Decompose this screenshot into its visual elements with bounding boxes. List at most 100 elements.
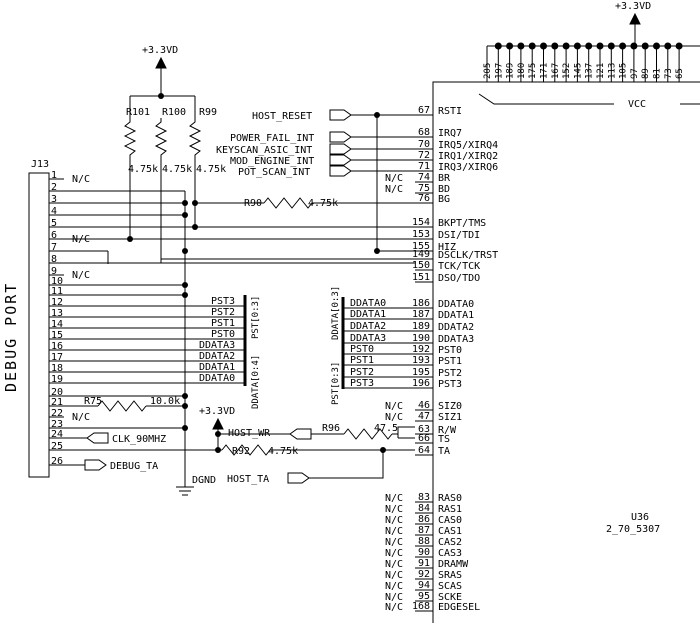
ic-pin-nc: N/C	[385, 592, 403, 603]
resistor-r101-icon	[123, 118, 137, 160]
ic-pin-name: BR	[438, 173, 451, 184]
bus-signal-label: DDATA0	[199, 373, 235, 384]
wire-dsclk	[160, 258, 415, 263]
ic-pin-name: R/W	[438, 425, 457, 436]
supply-arrow-icon	[212, 417, 224, 430]
ic-pin-number: 47	[418, 411, 430, 422]
ic-top-pin-number: 113	[607, 63, 617, 79]
ic-pin-number: 193	[412, 355, 430, 366]
ic-pin-name: SIZ1	[438, 412, 462, 423]
port-host-ta-icon	[287, 472, 310, 484]
ic-pin-nc: N/C	[385, 173, 403, 184]
ic-pin-name: IRQ7	[438, 128, 462, 139]
junction-dot	[182, 393, 188, 399]
ic-pin-nc: N/C	[385, 548, 403, 559]
ic-pin-number: 71	[418, 161, 430, 172]
ic-pin-name: PST1	[438, 356, 462, 367]
ic-pin-name: CAS1	[438, 526, 462, 537]
resistor-r92-icon	[221, 444, 271, 456]
bus-label-pst-right: PST[0:3]	[331, 362, 341, 405]
connector-pin-number: 8	[51, 254, 57, 265]
resistor-r75-icon	[97, 400, 147, 412]
ic-pin-name: RSTI	[438, 106, 462, 117]
ic-pin-number: 70	[418, 139, 430, 150]
port-power-fail-label: POWER_FAIL_INT	[230, 133, 314, 144]
connector-pin-number: 14	[51, 319, 63, 330]
ic-top-pin-number: 105	[619, 63, 629, 79]
resistor-r100-ref: R100	[162, 107, 186, 118]
ic-top-pin-number: 175	[528, 63, 538, 79]
ic-pin-number: 68	[418, 127, 430, 138]
connector-pin-number: 7	[51, 242, 57, 253]
bus-signal-label: DDATA3	[199, 340, 235, 351]
bus-signal-label: DDATA0	[350, 298, 386, 309]
connector-pin-number: 5	[51, 218, 57, 229]
resistor-r99-ref: R99	[199, 107, 217, 118]
ic-pin-nc: N/C	[385, 526, 403, 537]
resistor-r101-ref: R101	[126, 107, 150, 118]
junction-dot	[494, 42, 502, 50]
ic-pin-number: 66	[418, 433, 430, 444]
resistor-r75-value: 10.0k	[150, 396, 180, 407]
ic-pin-name: IRQ3/XIRQ6	[438, 162, 498, 173]
ic-top-pin-number: 97	[630, 68, 640, 79]
junction-dot	[641, 42, 649, 50]
junction-dot	[517, 42, 525, 50]
junction-dot	[182, 212, 188, 218]
junction-dot	[192, 200, 198, 206]
ic-top-pin-number: 81	[653, 68, 663, 79]
ic-pin-name: CAS2	[438, 537, 462, 548]
connector-title: DEBUG PORT	[2, 282, 20, 392]
ic-pin-number: 64	[418, 445, 430, 456]
right-bus: DDATA[0:3] PST[0:3] DDATA0DDATA1DDATA2DD…	[331, 286, 415, 405]
resistor-r100-icon	[154, 118, 168, 160]
bus-signal-label: PST0	[211, 329, 235, 340]
ic-top-pin-number: 65	[675, 68, 685, 79]
ic-pin-name: RAS0	[438, 493, 462, 504]
port-host-wr-icon	[289, 428, 312, 440]
ic-pin-number: 87	[418, 525, 430, 536]
ic-vcc-label: VCC	[628, 99, 646, 110]
ic-pin-name: DDATA1	[438, 310, 474, 321]
port-host-ta-label: HOST_TA	[227, 474, 269, 485]
resistor-r101-value: 4.75k	[128, 164, 158, 175]
resistor-r92-ref: R92	[232, 446, 250, 457]
connector-pin-number: 22	[51, 408, 63, 419]
ic-part-number: 2_70_5307	[606, 524, 660, 535]
ic-pin-number: 95	[418, 591, 430, 602]
ic-top-pin-number: 180	[517, 63, 527, 79]
port-host-reset-label: HOST_RESET	[252, 111, 312, 122]
ic-pin-name: SRAS	[438, 570, 462, 581]
connector-pin-number: 23	[51, 419, 63, 430]
connector-pin-number: 17	[51, 352, 63, 363]
connector-pin-number: 18	[51, 363, 63, 374]
ic-pin-name: PST3	[438, 379, 462, 390]
supply-arrow-icon	[155, 56, 167, 69]
ic-pin-number: 67	[418, 105, 430, 116]
junction-dot	[380, 447, 386, 453]
junction-dot	[182, 248, 188, 254]
port-host-wr-label: HOST_WR	[228, 428, 271, 439]
connector-pin-net: N/C	[72, 412, 90, 423]
left-bus: PST[0:3] DDATA[0:4] PST3PST2PST1PST0DDAT…	[49, 294, 261, 409]
ic-top-pin-number: 189	[506, 63, 516, 79]
port-clk-icon	[86, 432, 109, 444]
ic-pin-nc: N/C	[385, 570, 403, 581]
junction-dot	[374, 248, 380, 254]
ground-label: DGND	[192, 475, 216, 486]
ic-pin-name: HIZ	[438, 242, 456, 253]
ic-pin-name: SCKE	[438, 592, 462, 603]
ic-pin-number: 195	[412, 367, 430, 378]
junction-dot	[215, 431, 221, 437]
ic-pin-name: IRQ1/XIRQ2	[438, 151, 498, 162]
ic-pin-name: SCAS	[438, 581, 462, 592]
bus-label-ddata-right: DDATA[0:3]	[331, 286, 341, 340]
port-pot-scan-icon	[329, 165, 352, 177]
junction-dot	[562, 42, 570, 50]
ic-pin-number: 90	[418, 547, 430, 558]
ic-pin-nc: N/C	[385, 401, 403, 412]
port-keyscan-label: KEYSCAN_ASIC_INT	[216, 145, 312, 156]
